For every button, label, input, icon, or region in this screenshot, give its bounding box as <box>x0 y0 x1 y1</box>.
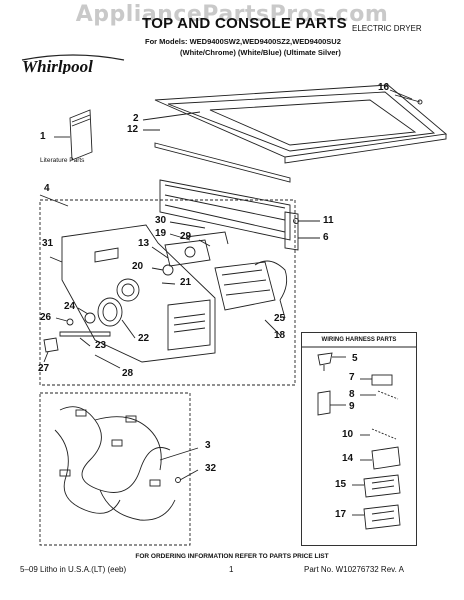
harness-callout-17: 17 <box>335 509 347 520</box>
harness-callout-14: 14 <box>342 453 354 464</box>
wiring-harness-outline <box>39 392 191 546</box>
watermark: AppliancePartsPros.com <box>75 2 389 27</box>
harness-callout-8: 8 <box>349 389 355 400</box>
callout-21: 21 <box>180 277 192 288</box>
callout-19: 19 <box>155 228 167 239</box>
callout-23: 23 <box>95 340 107 351</box>
page-number: 1 <box>229 565 234 574</box>
whirlpool-logo: Whirlpool <box>21 54 125 74</box>
part-number: Part No. W10276732 Rev. A <box>304 565 404 574</box>
callout-25: 25 <box>274 313 286 324</box>
callout-32: 32 <box>205 463 217 474</box>
top-panel <box>154 84 448 158</box>
callout-16: 16 <box>378 82 390 93</box>
harness-callout-5: 5 <box>352 353 358 364</box>
callout-20: 20 <box>132 261 144 272</box>
callout-31: 31 <box>42 238 54 249</box>
litho-info: 5–09 Litho in U.S.A.(LT) (eeb) <box>20 565 127 574</box>
harness-box-title: WIRING HARNESS PARTS <box>321 337 397 343</box>
literature-booklet <box>69 109 93 161</box>
control-board <box>214 261 276 311</box>
harness-callout-7: 7 <box>349 372 355 383</box>
logo-wordmark: Whirlpool <box>22 57 93 74</box>
callout-2: 2 <box>133 113 139 124</box>
callout-1: 1 <box>40 131 46 142</box>
callout-13: 13 <box>138 238 150 249</box>
console-group-outline <box>39 199 296 386</box>
model-list: For Models: WED9400SW2,WED9400SZ2,WED940… <box>145 37 341 46</box>
callout-29: 29 <box>180 231 192 242</box>
literature-parts-label: Literature Parts <box>40 157 85 164</box>
harness-callout-10: 10 <box>342 429 354 440</box>
harness-callout-15: 15 <box>335 479 347 490</box>
console-panel <box>61 224 216 363</box>
callout-11: 11 <box>323 215 334 226</box>
callout-18: 18 <box>274 330 286 341</box>
callout-24: 24 <box>64 301 76 312</box>
ordering-info: FOR ORDERING INFORMATION REFER TO PARTS … <box>135 553 329 560</box>
callout-30: 30 <box>155 215 167 226</box>
callout-28: 28 <box>122 368 134 379</box>
callout-22: 22 <box>138 333 150 344</box>
callout-12: 12 <box>127 124 139 135</box>
callout-26: 26 <box>40 312 52 323</box>
model-variants: (White/Chrome) (White/Blue) (Ultimate Si… <box>180 48 341 57</box>
appliance-category: ELECTRIC DRYER <box>352 24 422 33</box>
callout-6: 6 <box>323 232 329 243</box>
callout-4: 4 <box>44 183 50 194</box>
harness-callout-9: 9 <box>349 401 355 412</box>
callout-3: 3 <box>205 440 211 451</box>
harness-parts-art <box>302 346 416 530</box>
callout-27: 27 <box>38 363 50 374</box>
page-title: TOP AND CONSOLE PARTS <box>142 15 347 32</box>
wiring-harness-parts-box: WIRING HARNESS PARTS 5 7 8 9 10 <box>301 332 417 546</box>
console-frame <box>159 179 291 241</box>
